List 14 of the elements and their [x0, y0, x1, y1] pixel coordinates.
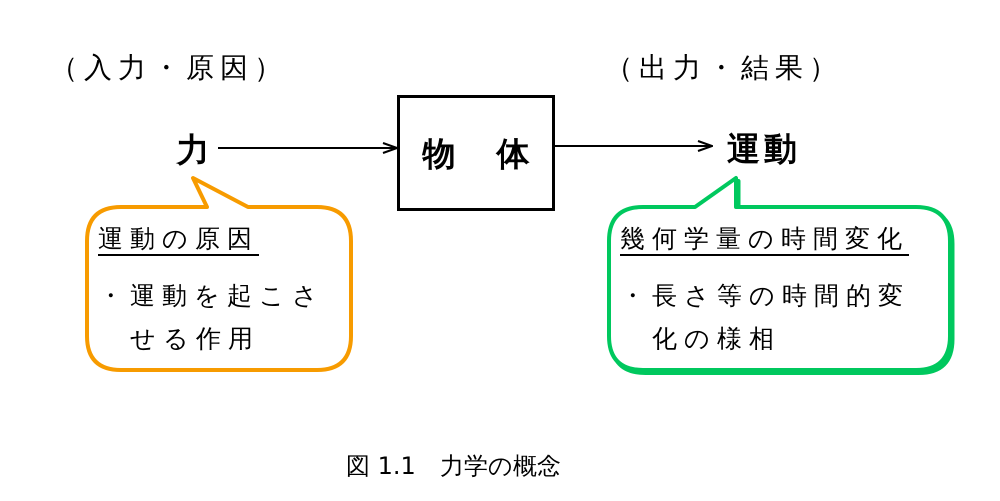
speech-bubble — [84, 175, 354, 373]
object-box: 物 体 — [397, 95, 555, 211]
column-heading: （入力・原因） — [50, 50, 288, 86]
term-label: 力 — [168, 128, 218, 170]
bubble-text: ・運動を起こさせる作用 — [98, 280, 326, 355]
figure-caption: 図 1.1 力学の概念 — [346, 451, 561, 482]
arrow — [218, 142, 398, 154]
bubble-heading: 運動の原因 — [98, 224, 259, 253]
term-label: 運動 — [712, 126, 812, 170]
bubble-heading: 幾何学量の時間変化 — [620, 224, 909, 253]
column-heading: （出力・結果） — [605, 50, 843, 86]
speech-bubble — [606, 175, 956, 376]
bubble-text: ・長さ等の時間的変化の様相 — [620, 280, 911, 355]
arrow — [555, 140, 713, 152]
